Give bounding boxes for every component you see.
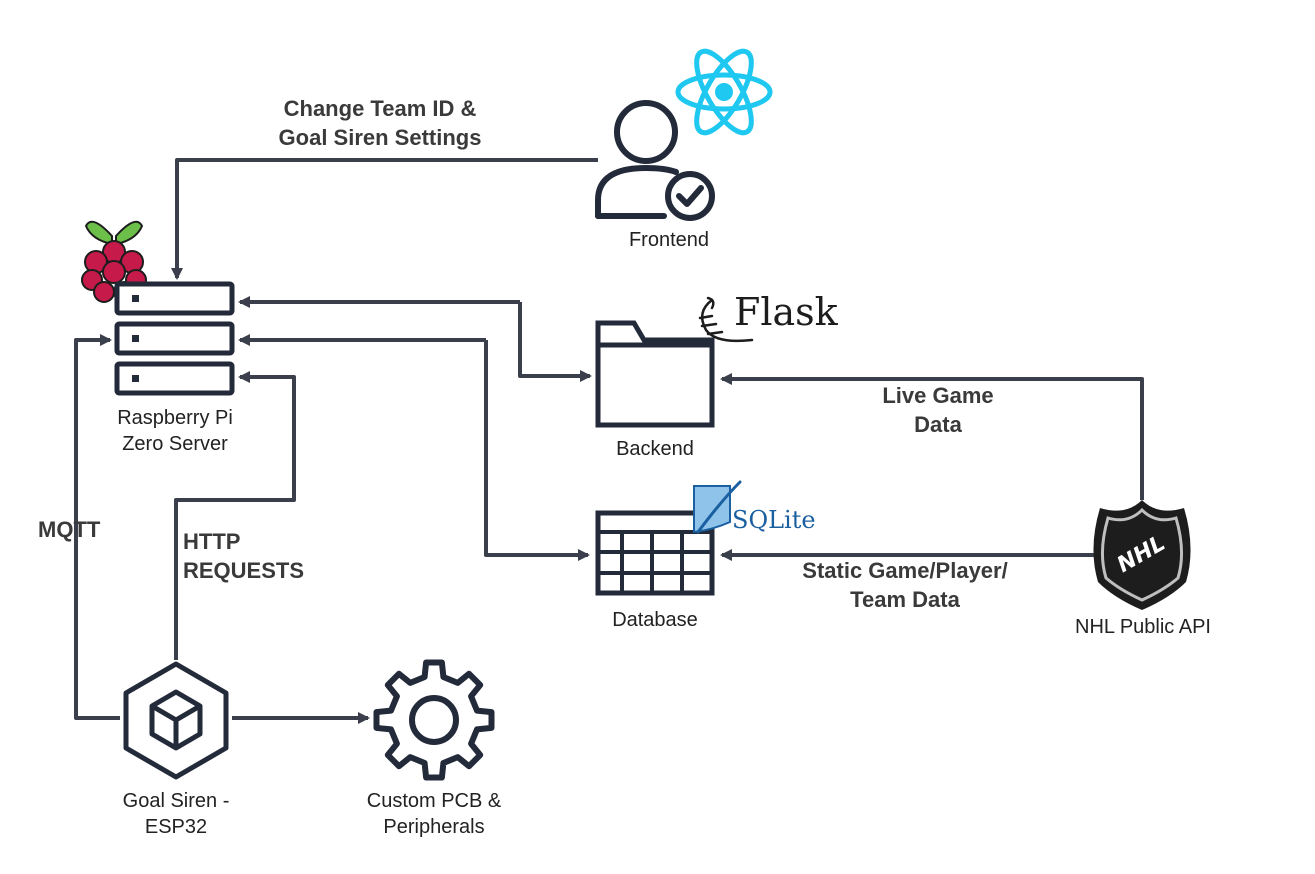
pcb-label-line1: Custom PCB & — [366, 790, 502, 812]
react-logo-icon — [675, 48, 773, 136]
sqlite-wordmark: SQLite — [732, 506, 816, 534]
sqlite-feather-icon — [693, 480, 742, 534]
settings-edge-label-line2: Goal Siren Settings — [278, 125, 482, 150]
live-data-edge-label-line1: Live Game — [882, 383, 994, 408]
server-label: Raspberry Pi Zero Server — [95, 405, 255, 457]
pcb-label: Custom PCB & Peripherals — [348, 788, 520, 840]
goal-siren-label-line1: Goal Siren - — [122, 790, 230, 812]
edge-frontend-to-server — [171, 158, 598, 280]
mqtt-edge-label: MQTT — [38, 517, 101, 542]
settings-edge-label-line1: Change Team ID & — [283, 96, 477, 121]
backend-label: Backend — [616, 438, 694, 460]
cube-chip-icon — [123, 661, 229, 780]
live-data-edge-label-line2: Data — [914, 412, 962, 437]
edge-http-requests — [174, 371, 296, 660]
folder-icon — [595, 320, 715, 428]
flask-horn-icon — [698, 296, 754, 343]
http-edge-label-line2: REQUESTS — [183, 558, 305, 583]
static-data-edge-label: Static Game/Player/ Team Data — [770, 556, 1040, 614]
edge-mqtt — [74, 334, 120, 720]
http-edge-label: HTTP REQUESTS — [183, 527, 333, 585]
http-edge-label-line1: HTTP — [183, 529, 241, 554]
database-label: Database — [612, 609, 698, 631]
server-label-line1: Raspberry Pi — [117, 407, 233, 429]
flask-wordmark: Flask — [734, 290, 838, 334]
nhl-shield-logo-icon — [1093, 500, 1191, 610]
edge-server-to-backend — [518, 302, 592, 382]
live-data-edge-label: Live Game Data — [848, 381, 1028, 439]
goal-siren-label-line2: ESP32 — [144, 816, 208, 838]
user-check-icon — [595, 100, 715, 221]
static-data-edge-label-line2: Team Data — [850, 587, 960, 612]
server-stack-icon — [114, 281, 235, 396]
edge-server-to-database — [484, 340, 590, 561]
server-label-line2: Zero Server — [122, 433, 228, 455]
frontend-label: Frontend — [628, 229, 710, 251]
static-data-edge-label-line1: Static Game/Player/ — [802, 558, 1008, 583]
pcb-label-line2: Peripherals — [383, 816, 485, 838]
gear-icon — [373, 659, 495, 781]
nhl-api-label: NHL Public API — [1075, 616, 1211, 638]
settings-edge-label: Change Team ID & Goal Siren Settings — [250, 94, 510, 152]
goal-siren-label: Goal Siren - ESP32 — [96, 788, 256, 840]
edge-nhl-to-backend — [720, 373, 1144, 500]
